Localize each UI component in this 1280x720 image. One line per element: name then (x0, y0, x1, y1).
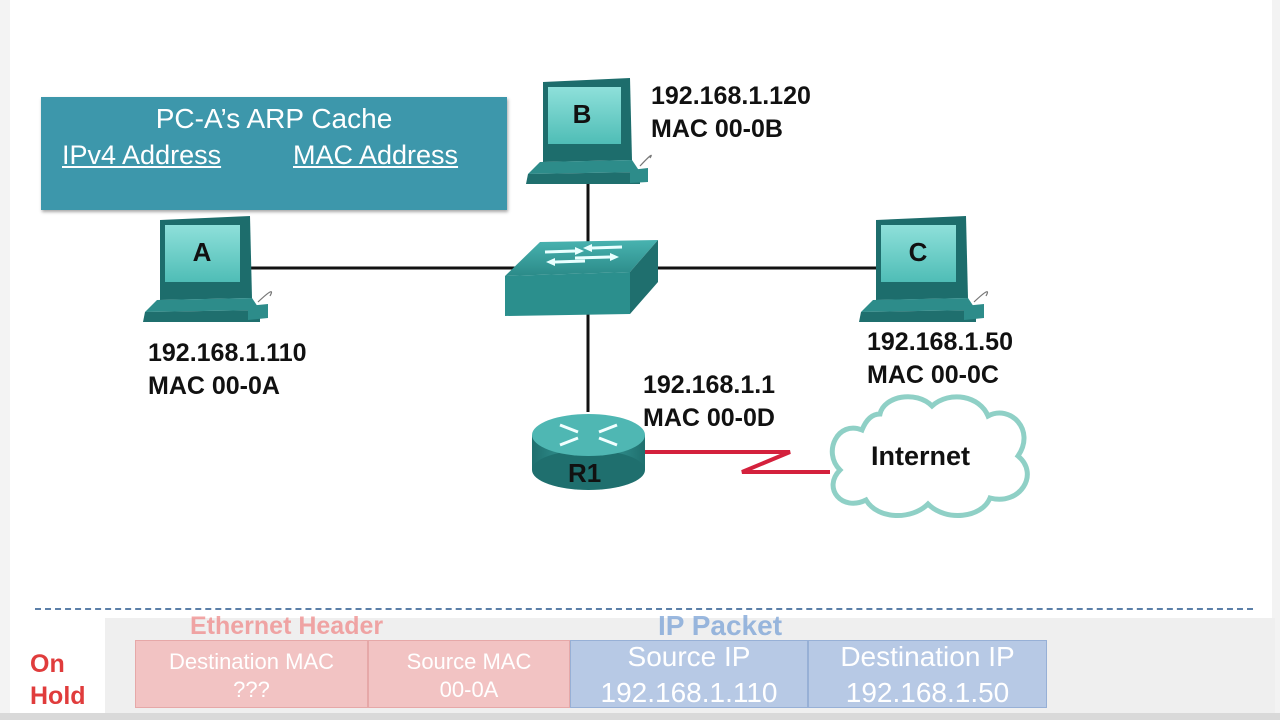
pc-a-icon[interactable] (143, 216, 273, 322)
router-r1-mac: MAC 00-0D (643, 404, 775, 432)
wan-link (645, 450, 830, 474)
on-hold-line2: Hold (30, 682, 86, 710)
field-name: Destination IP (840, 641, 1015, 672)
field-name: Source IP (627, 641, 751, 672)
on-hold-line1: On (30, 650, 65, 678)
right-edge (1272, 0, 1280, 720)
field-value: ??? (233, 677, 270, 702)
pc-a-address: 192.168.1.110 MAC 00-0A (148, 337, 307, 403)
ip-packet-label: IP Packet (658, 610, 783, 641)
internet-cloud-icon (829, 394, 1030, 518)
field-value: 00-0A (439, 677, 499, 702)
field-value: 192.168.1.50 (845, 677, 1010, 708)
on-hold-status: On Hold (30, 648, 86, 712)
pc-b-address: 192.168.1.120 MAC 00-0B (651, 80, 811, 146)
left-edge (0, 0, 10, 720)
pc-c-ip: 192.168.1.50 (867, 328, 1013, 356)
ethernet-header-label: Ethernet Header (190, 612, 384, 640)
pc-a-mac: MAC 00-0A (148, 372, 280, 400)
field-name: Destination MAC (168, 649, 335, 674)
field-name: Source MAC (406, 649, 532, 674)
pc-c-letter: C (908, 237, 928, 267)
field-value: 192.168.1.110 (600, 677, 778, 708)
arp-cache-box: PC-A’s ARP Cache IPv4 Address MAC Addres… (41, 97, 507, 210)
pc-b-ip: 192.168.1.120 (651, 82, 811, 110)
pc-b-letter: B (572, 99, 592, 129)
pc-a-letter: A (192, 237, 212, 267)
router-r1-ip: 192.168.1.1 (643, 371, 776, 399)
pc-a-ip: 192.168.1.110 (148, 339, 307, 367)
router-r1-label: R1 (568, 458, 602, 488)
divider-dashed (35, 608, 1253, 610)
pc-c-address: 192.168.1.50 MAC 00-0C (867, 326, 1013, 392)
pc-b-mac: MAC 00-0B (651, 115, 783, 143)
field-destination-mac: Destination MAC ??? (135, 640, 368, 708)
field-source-ip: Source IP 192.168.1.110 (570, 640, 808, 708)
bottom-strip (0, 713, 1280, 720)
pc-c-mac: MAC 00-0C (867, 361, 999, 389)
field-source-mac: Source MAC 00-0A (368, 640, 570, 708)
arp-cache-title: PC-A’s ARP Cache (155, 103, 393, 134)
pc-c-icon[interactable] (859, 216, 989, 322)
pc-b-icon[interactable] (526, 78, 652, 184)
router-r1-icon[interactable] (532, 414, 645, 490)
internet-label: Internet (871, 441, 971, 471)
switch-icon[interactable] (505, 240, 658, 316)
router-r1-address: 192.168.1.1 MAC 00-0D (643, 369, 775, 435)
arp-col-mac: MAC Address (293, 140, 459, 170)
field-destination-ip: Destination IP 192.168.1.50 (808, 640, 1047, 708)
links (250, 182, 880, 474)
arp-col-ipv4: IPv4 Address (62, 140, 222, 170)
